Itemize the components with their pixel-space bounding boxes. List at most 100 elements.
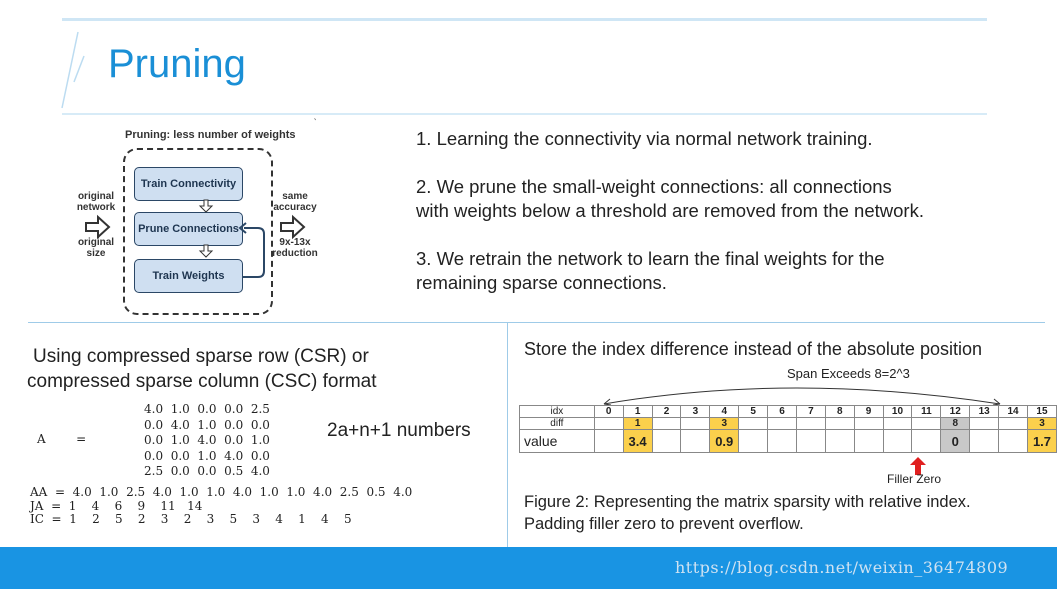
title-slash-decoration (61, 31, 85, 109)
value-cell (593, 429, 624, 453)
diff-cell (738, 417, 769, 430)
idx-cell: 7 (795, 405, 826, 418)
watermark: https://blog.csdn.net/weixin_36474809 (675, 558, 1009, 577)
prune-connections-box: Prune Connections (134, 212, 243, 246)
diff-cell (998, 417, 1028, 430)
step-3-text-line1: 3. We retrain the network to learn the f… (416, 248, 885, 269)
idx-cell: 12 (940, 405, 971, 418)
value-cell (651, 429, 682, 453)
value-cell (795, 429, 826, 453)
diff-cell (680, 417, 711, 430)
ic-array: IC = 1 2 5 2 3 2 3 5 3 4 1 4 5 (30, 512, 352, 526)
idx-cell: 8 (824, 405, 855, 418)
ja-array: JA = 1 4 6 9 11 14 (30, 498, 203, 513)
relative-index-table: idx 0 1 2 3 4 5 6 7 8 9 10 11 12 13 14 1… (519, 405, 1057, 453)
diff-cell (911, 417, 942, 430)
value-cell: 0 (940, 429, 971, 453)
value-cell: 0.9 (709, 429, 740, 453)
idx-cell: 6 (767, 405, 797, 418)
step-2-text-line1: 2. We prune the small-weight connections… (416, 176, 892, 197)
section-divider-vertical (507, 322, 508, 547)
idx-cell: 15 (1026, 405, 1057, 418)
idx-cell: 10 (882, 405, 913, 418)
diff-cell (824, 417, 855, 430)
matrix-label: A = (37, 432, 87, 446)
diff-cell (593, 417, 624, 430)
value-cell (998, 429, 1028, 453)
output-arrow-icon (280, 214, 306, 240)
footer-bar (0, 547, 1057, 589)
number-count-label: 2a+n+1 numbers (327, 420, 471, 441)
value-cell (738, 429, 769, 453)
idx-cell: 0 (593, 405, 624, 418)
value-cell: 3.4 (622, 429, 653, 453)
idx-cell: 9 (853, 405, 884, 418)
pipeline-dashed-border (123, 148, 273, 315)
top-divider (62, 18, 987, 21)
idx-cell: 4 (709, 405, 740, 418)
diagram-title: Pruning: less number of weights (125, 129, 296, 141)
matrix-row: 2.5 0.0 0.0 0.5 4.0 (144, 464, 270, 478)
value-cell (824, 429, 855, 453)
diff-cell: 8 (940, 417, 971, 430)
pipeline-arrows (85, 199, 306, 278)
input-arrow-icon (85, 214, 111, 240)
row-label: idx (519, 405, 595, 418)
value-row: value 3.4 0.9 0 1.7 (519, 429, 1057, 453)
filler-zero-label: Filler Zero (887, 472, 942, 486)
matrix-row: 0.0 4.0 1.0 0.0 0.0 (144, 417, 270, 432)
idx-cell: 11 (911, 405, 942, 418)
train-connectivity-box: Train Connectivity (134, 167, 243, 201)
diff-row: diff 1 3 8 3 (519, 417, 1057, 430)
diff-cell (651, 417, 682, 430)
title-underline (62, 113, 987, 115)
idx-cell: 1 (622, 405, 653, 418)
span-label: Span Exceeds 8=2^3 (785, 366, 912, 381)
matrix-row: 0.0 1.0 4.0 0.0 1.0 (144, 433, 270, 447)
csr-arrays: AA = 4.0 1.0 2.5 4.0 1.0 1.0 4.0 1.0 1.0… (30, 485, 413, 527)
sparse-matrix: 4.0 1.0 0.0 0.0 2.5 0.0 4.0 1.0 0.0 0.0 … (144, 402, 270, 480)
relative-index-title: Store the index difference instead of th… (524, 339, 982, 359)
down-arrow-icon (198, 244, 214, 258)
span-arc (603, 387, 1001, 406)
section-divider-horizontal (28, 322, 1045, 323)
diff-cell (882, 417, 913, 430)
idx-cell: 2 (651, 405, 682, 418)
diff-cell: 3 (1026, 417, 1057, 430)
figure-caption-line2: Padding filler zero to prevent overflow. (524, 515, 804, 533)
matrix-row: 0.0 0.0 1.0 4.0 0.0 (144, 448, 270, 463)
diff-cell: 3 (709, 417, 740, 430)
value-cell (882, 429, 913, 453)
idx-cell: 3 (680, 405, 711, 418)
diff-cell: 1 (622, 417, 653, 430)
step-3-text-line2: remaining sparse connections. (416, 272, 667, 293)
slide-title: Pruning (108, 42, 246, 86)
value-cell: 1.7 (1026, 429, 1057, 453)
idx-cell: 13 (969, 405, 1000, 418)
diagram-corner-mark: ‵ (314, 117, 317, 127)
loop-arrow-icon (242, 227, 265, 278)
csr-title-line1: Using compressed sparse row (CSR) or (33, 346, 369, 367)
step-1-text: 1. Learning the connectivity via normal … (416, 128, 873, 149)
step-2-text-line2: with weights below a threshold are remov… (416, 200, 924, 221)
filler-arrow-icon (910, 457, 926, 475)
matrix-row: 4.0 1.0 0.0 0.0 2.5 (144, 402, 270, 416)
row-label: value (519, 429, 595, 453)
row-label: diff (519, 417, 595, 430)
value-cell (853, 429, 884, 453)
train-weights-box: Train Weights (134, 259, 243, 293)
aa-array: AA = 4.0 1.0 2.5 4.0 1.0 1.0 4.0 1.0 1.0… (30, 485, 413, 499)
value-cell (767, 429, 797, 453)
idx-cell: 5 (738, 405, 769, 418)
diff-cell (969, 417, 1000, 430)
diff-cell (795, 417, 826, 430)
idx-cell: 14 (998, 405, 1028, 418)
figure-caption-line1: Figure 2: Representing the matrix sparsi… (524, 493, 971, 511)
idx-row: idx 0 1 2 3 4 5 6 7 8 9 10 11 12 13 14 1… (519, 405, 1057, 418)
down-arrow-icon (198, 199, 214, 213)
value-cell (680, 429, 711, 453)
